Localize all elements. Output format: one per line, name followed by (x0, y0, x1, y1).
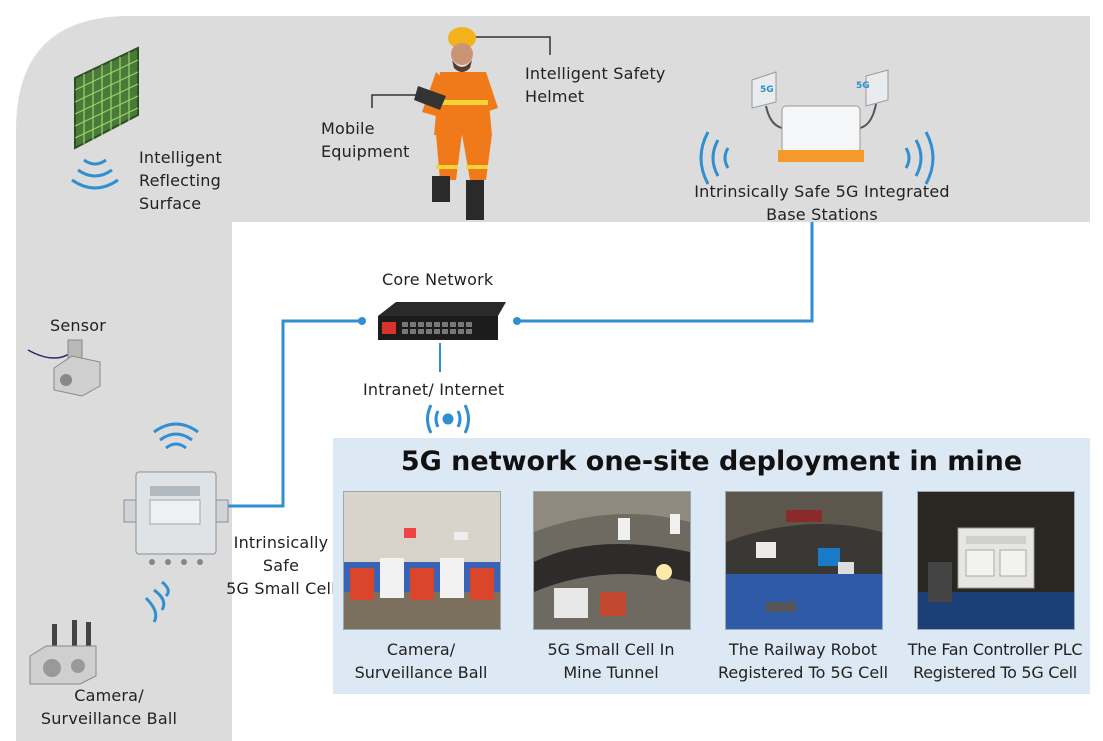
caption-camera: Camera/ Surveillance Ball (354, 640, 488, 682)
panel-title: 5G network one-site deployment in mine (400, 446, 1023, 477)
photo-small-cell (533, 491, 691, 630)
photo-railway-robot (725, 491, 883, 630)
caption-small-cell: 5G Small Cell In Mine Tunnel (547, 640, 675, 682)
reflecting-wave-icon (71, 158, 119, 190)
caption-fan-controller: The Fan Controller PLC Registered To 5G … (907, 640, 1083, 682)
link-core-to-base-station (517, 222, 814, 323)
photo-fan-controller (917, 491, 1075, 630)
reflecting-surface-label: Intelligent Reflecting Surface (139, 148, 222, 213)
base-station-wave-left-icon (699, 131, 730, 185)
intranet-label: Intranet/ Internet (363, 380, 505, 399)
base-station-badge: 5G (856, 81, 870, 91)
sensor-label: Sensor (50, 316, 107, 335)
link-small-cell-to-core (226, 319, 362, 508)
base-station-wave-right-icon (904, 131, 935, 185)
reflecting-surface-icon (74, 46, 139, 150)
camera-left-label: Camera/ Surveillance Ball (40, 686, 178, 728)
base-station-badge-left: 5G (760, 85, 774, 95)
base-station-icon (751, 69, 889, 162)
small-cell-label: Intrinsically Safe 5G Small Cell (226, 533, 336, 598)
mine-tunnel (16, 16, 1090, 741)
caption-railway-robot: The Railway Robot Registered To 5G Cell (717, 640, 889, 682)
sensor-icon (27, 339, 101, 397)
base-stations-label: Intrinsically Safe 5G Integrated Base St… (694, 182, 950, 224)
photo-camera (343, 491, 501, 630)
safety-helmet-label: Intelligent Safety Helmet (525, 64, 666, 106)
small-cell-wave-top-icon (153, 422, 199, 450)
worker-icon (414, 27, 498, 220)
small-cell-icon (123, 471, 229, 565)
mobile-equipment-label: Mobile Equipment (321, 119, 410, 161)
callout-mobile (371, 94, 420, 108)
camera-left-icon (29, 620, 97, 685)
core-network-switch-icon (378, 302, 506, 340)
callout-helmet (474, 36, 551, 55)
small-cell-wave-bottom-icon (144, 580, 170, 623)
intranet-wave-icon (426, 404, 470, 434)
core-network-label: Core Network (382, 270, 494, 289)
